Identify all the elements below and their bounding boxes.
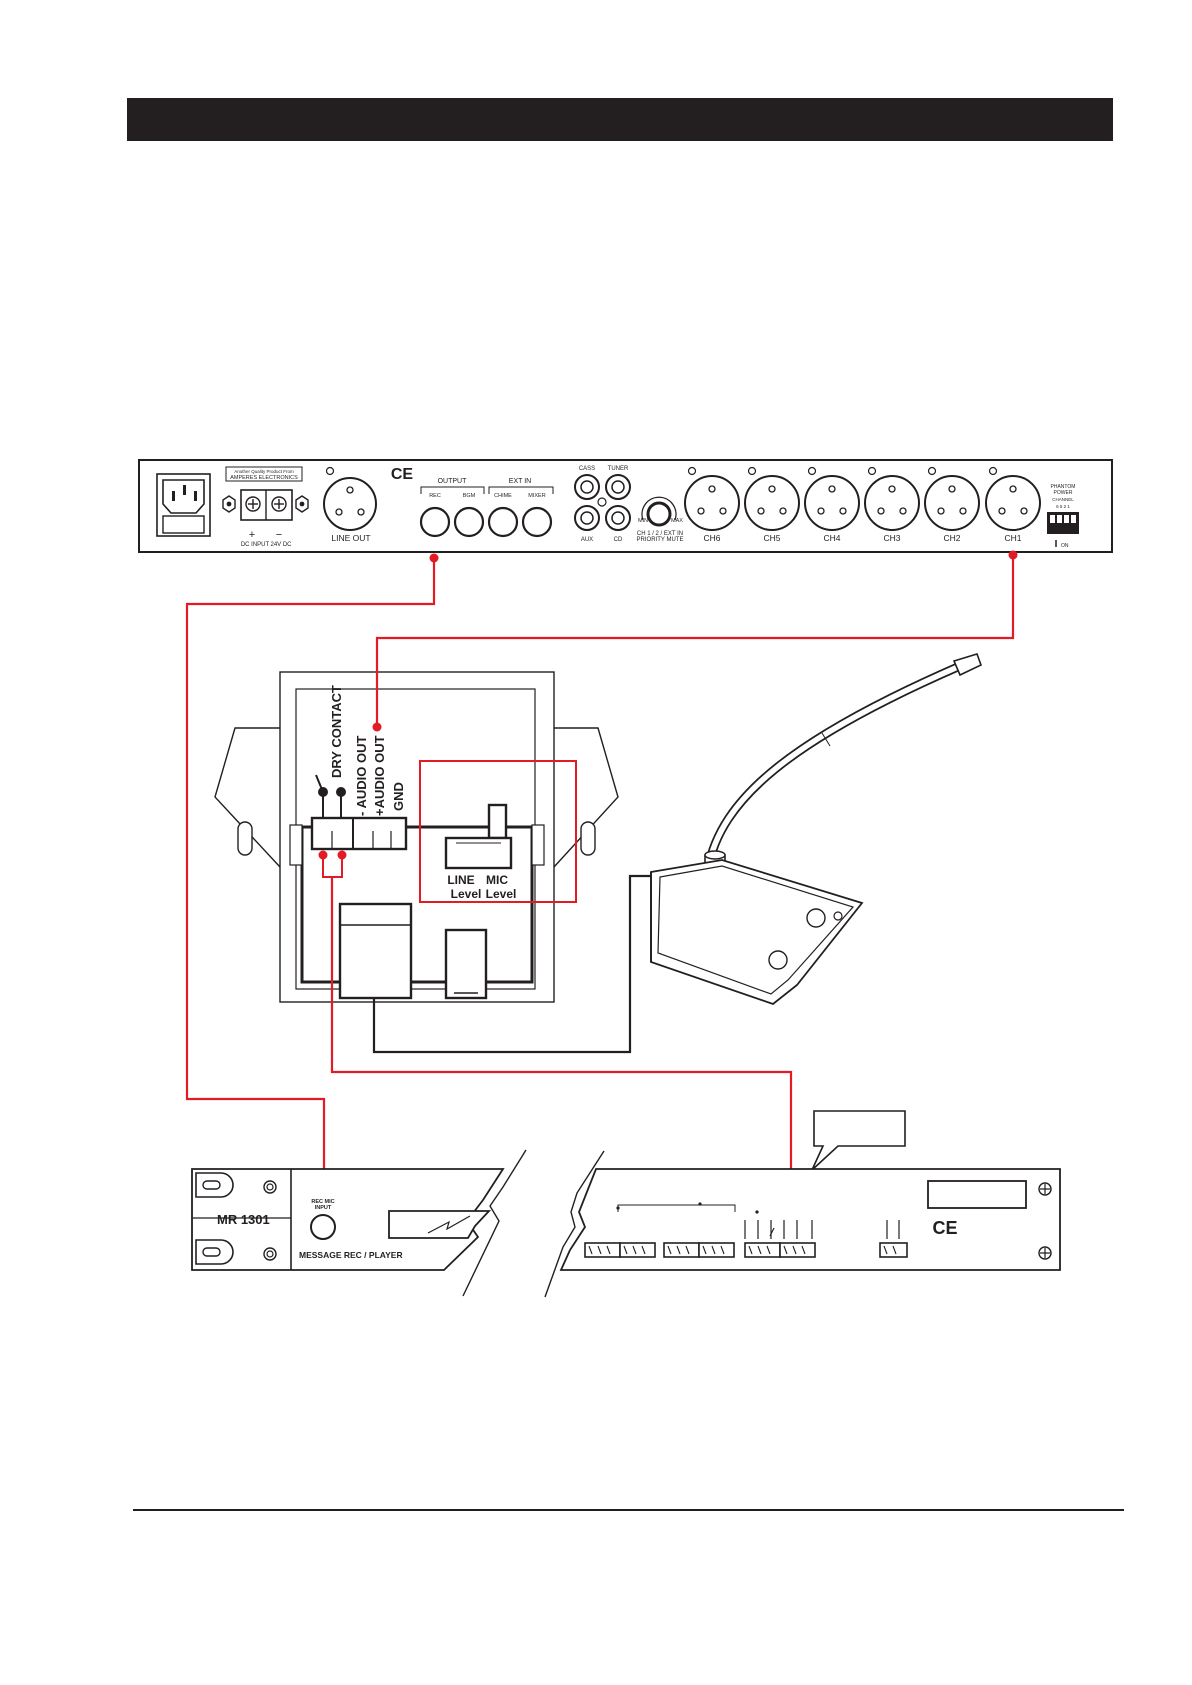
mute-label-line2: PRIORITY MUTE — [637, 537, 684, 543]
dip-numbers-label: 6 5 2 1 — [1056, 504, 1070, 509]
mute-label-line1: CH 1 / 2 / EXT IN — [637, 531, 683, 537]
dc-input-label: DC INPUT — [241, 542, 270, 548]
ext-in-group-label: EXT IN — [509, 478, 531, 485]
dc-minus-label: − — [276, 529, 282, 541]
ch6-xlr-icon — [684, 466, 740, 531]
paging-microphone-icon — [650, 653, 983, 1006]
rec-mic-label-line2: INPUT — [315, 1205, 332, 1211]
rec-jack-label: REC — [429, 493, 441, 499]
interface-box: DRY CONTACT - AUDIO OUT +AUDIO OUT GND L… — [214, 671, 619, 1003]
message-recorder-rear: CE — [544, 1150, 1061, 1298]
recorder-ce-mark: CE — [932, 1218, 957, 1238]
cass-label: CASS — [579, 466, 595, 472]
terminal-block-icon — [310, 816, 408, 851]
max-label: MAX — [671, 518, 683, 524]
ground-screws-icon — [1038, 1182, 1052, 1260]
callout-bubble — [811, 1110, 906, 1171]
ch1-xlr-icon — [985, 466, 1041, 531]
ch1-label: CH1 — [1004, 533, 1021, 543]
recorder-subtitle: MESSAGE REC / PLAYER — [299, 1250, 403, 1260]
phantom-label-line2: POWER — [1054, 490, 1073, 496]
bgm-jack-label: BGM — [463, 493, 476, 499]
line-out-xlr-icon — [323, 466, 377, 531]
channel-inputs: CH6 CH5 CH4 — [684, 466, 1041, 543]
line-level-label: Level — [451, 887, 482, 901]
box-connectors-icon — [338, 902, 488, 1000]
dc-voltage-label: 24V DC — [270, 542, 292, 548]
amplifier-rear-panel: Another Quality Product From AMPERES ELE… — [138, 459, 1113, 553]
line-out-label: LINE OUT — [331, 533, 370, 543]
mic-label: MIC — [486, 873, 508, 887]
dip-channel-label: CHANNEL — [1052, 497, 1074, 502]
min-label: MIN — [638, 518, 648, 524]
dc-plus-label: + — [249, 529, 255, 541]
rec-mic-jack-icon — [310, 1214, 336, 1240]
rec-mic-label-line1: REC MIC — [311, 1199, 334, 1205]
mixer-jack-label: MIXER — [528, 493, 545, 499]
line-label: LINE — [447, 873, 474, 887]
amp-badge-line1: Another Quality Product From — [234, 469, 294, 474]
gnd-label: GND — [391, 782, 406, 811]
mic-level-label: Level — [486, 887, 517, 901]
recorder-display-icon — [388, 1210, 492, 1239]
header-bar — [127, 98, 1113, 141]
dc-terminal-icon — [222, 489, 309, 521]
ch5-xlr-icon — [744, 466, 800, 531]
amp-ce-mark: CE — [391, 466, 414, 483]
ch4-label: CH4 — [823, 533, 840, 543]
output-group-label: OUTPUT — [438, 478, 468, 485]
output-jacks-icon — [419, 506, 553, 538]
aux-label: AUX — [581, 537, 593, 543]
mic-cable — [372, 874, 651, 1054]
dip-switch-icon — [1047, 512, 1079, 534]
ch2-label: CH2 — [943, 533, 960, 543]
audio-out-minus-label: - AUDIO OUT — [354, 736, 369, 816]
ch2-xlr-icon — [924, 466, 980, 531]
rca-jacks-icon — [574, 474, 631, 531]
rear-label-plate — [927, 1180, 1027, 1209]
ch4-xlr-icon — [804, 466, 860, 531]
footer-rule — [133, 1509, 1124, 1511]
ch3-label: CH3 — [883, 533, 900, 543]
dry-contact-switch-icon — [315, 774, 346, 818]
audio-out-plus-label: +AUDIO OUT — [372, 735, 387, 816]
amp-badge-line2: AMPERES ELECTRONICS — [230, 475, 298, 481]
phantom-label-line1: PHANTOM — [1051, 484, 1076, 490]
chime-jack-label: CHIME — [494, 493, 512, 499]
dip-on-label: ON — [1061, 543, 1069, 549]
rear-terminal-blocks-icon — [584, 1220, 908, 1258]
message-recorder-front: MR 1301 REC MIC INPUT MESSAGE REC / PLAY… — [191, 1149, 527, 1297]
recorder-model-label: MR 1301 — [217, 1212, 270, 1227]
level-jumper-icon — [444, 803, 513, 870]
priority-mute-knob-icon — [641, 496, 677, 527]
dry-contact-label: DRY CONTACT — [329, 685, 344, 778]
ch3-xlr-icon — [864, 466, 920, 531]
rack-ears-icon — [195, 1172, 277, 1265]
tuner-label: TUNER — [608, 466, 629, 472]
cd-label: CD — [614, 537, 623, 543]
ch6-label: CH6 — [703, 533, 720, 543]
power-inlet-icon — [156, 473, 211, 537]
ch5-label: CH5 — [763, 533, 780, 543]
